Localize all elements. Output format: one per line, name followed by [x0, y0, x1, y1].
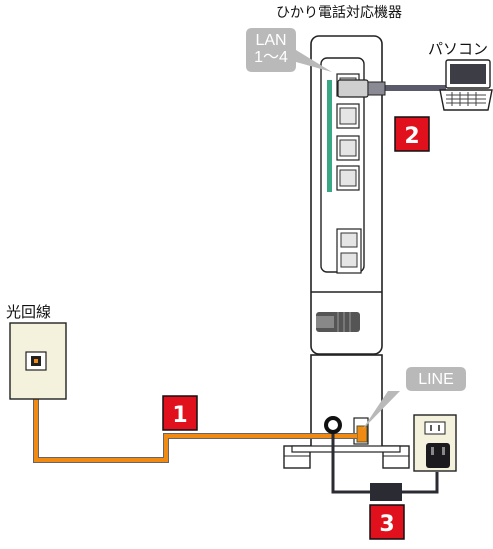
step-badge-1: 1 — [162, 395, 198, 431]
phone-ports — [336, 228, 362, 274]
step-2-number: 2 — [404, 124, 419, 149]
step-3-number: 3 — [379, 512, 394, 537]
power-cable — [324, 416, 439, 501]
laptop-icon — [439, 59, 493, 111]
lan-port-4 — [336, 165, 360, 191]
lan-callout-shape — [246, 28, 332, 72]
lan-port-2 — [336, 103, 360, 129]
step-1-number: 1 — [172, 403, 187, 428]
lan-callout-label: LAN 1～4 — [246, 32, 296, 66]
lan-cable — [337, 79, 446, 98]
lan-label-line1: LAN — [255, 32, 287, 49]
step-badge-3: 3 — [369, 504, 405, 540]
wall-outlet-label: 光回線 — [6, 304, 52, 321]
lan-port-3 — [336, 135, 360, 161]
lan-label-line2: 1～4 — [254, 49, 288, 66]
wall-outlet-icon — [9, 322, 67, 400]
line-callout-label: LINE — [418, 371, 454, 388]
lan-port-highlight — [327, 80, 332, 192]
router-icon — [283, 35, 410, 469]
router-title: ひかり電話対応機器 — [276, 4, 402, 20]
step-badge-2: 2 — [394, 116, 430, 152]
power-plug-icon — [426, 443, 450, 468]
pc-label: パソコン — [428, 41, 489, 58]
line-callout-shape — [362, 367, 466, 430]
router-switch — [316, 312, 360, 332]
fiber-cable — [33, 365, 357, 463]
